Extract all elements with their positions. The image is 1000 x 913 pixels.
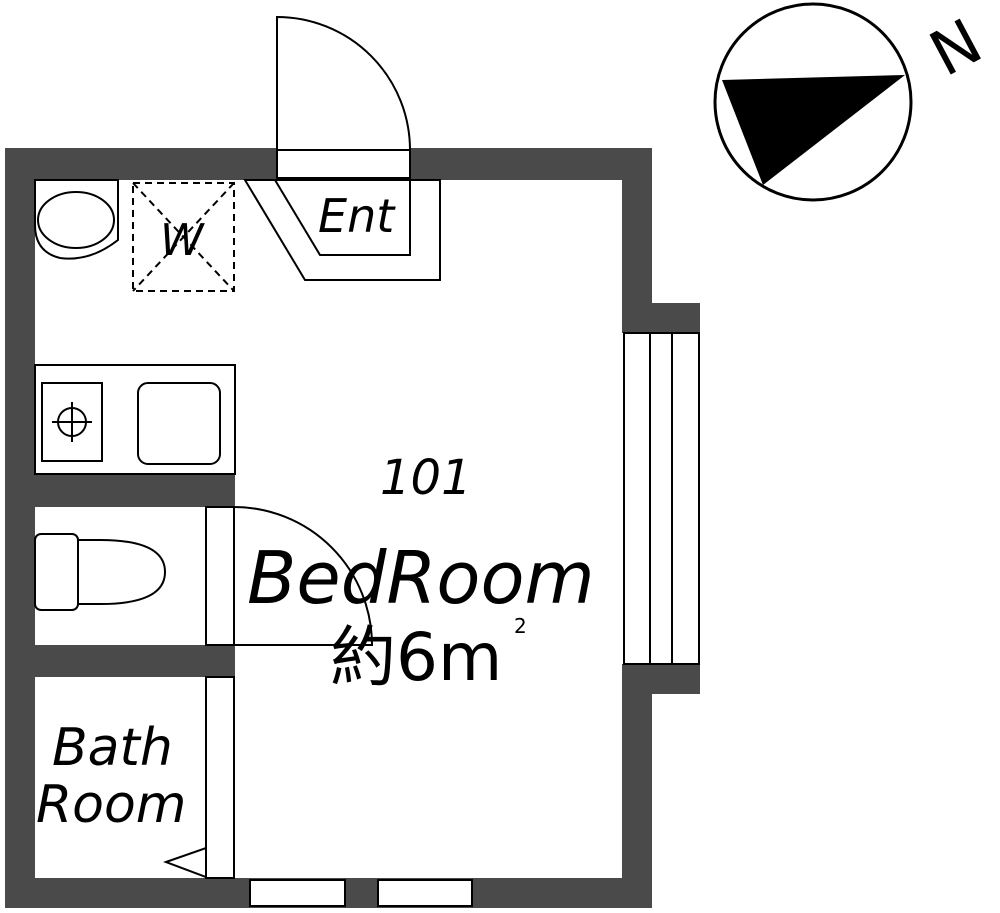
compass-icon bbox=[713, 2, 913, 202]
bathroom-label-line1: Bath bbox=[52, 718, 173, 778]
north-label: N bbox=[918, 4, 993, 90]
bathroom-door bbox=[163, 676, 235, 879]
bedroom-name: BedRoom bbox=[247, 536, 595, 620]
bedroom-door-swing bbox=[233, 506, 374, 646]
unit-number: 101 bbox=[380, 450, 472, 506]
toilet-door bbox=[205, 506, 235, 646]
bedroom-area-prefix: 約 bbox=[330, 619, 396, 696]
washer-label: W bbox=[160, 215, 205, 266]
genkan bbox=[243, 179, 441, 281]
kitchen-counter bbox=[34, 364, 236, 475]
entrance-door bbox=[276, 15, 412, 179]
entrance-label: Ent bbox=[318, 189, 396, 243]
bedroom-area-unit-sup: 2 bbox=[514, 614, 527, 638]
bedroom-area-value: 6m bbox=[396, 619, 502, 696]
bathroom-label-line2: Room bbox=[36, 775, 186, 835]
wash-basin bbox=[34, 179, 119, 260]
washer-space bbox=[132, 182, 235, 292]
south-windows bbox=[249, 879, 473, 907]
east-window bbox=[623, 332, 700, 665]
stove-burner-icon bbox=[52, 402, 92, 442]
toilet bbox=[34, 533, 167, 611]
